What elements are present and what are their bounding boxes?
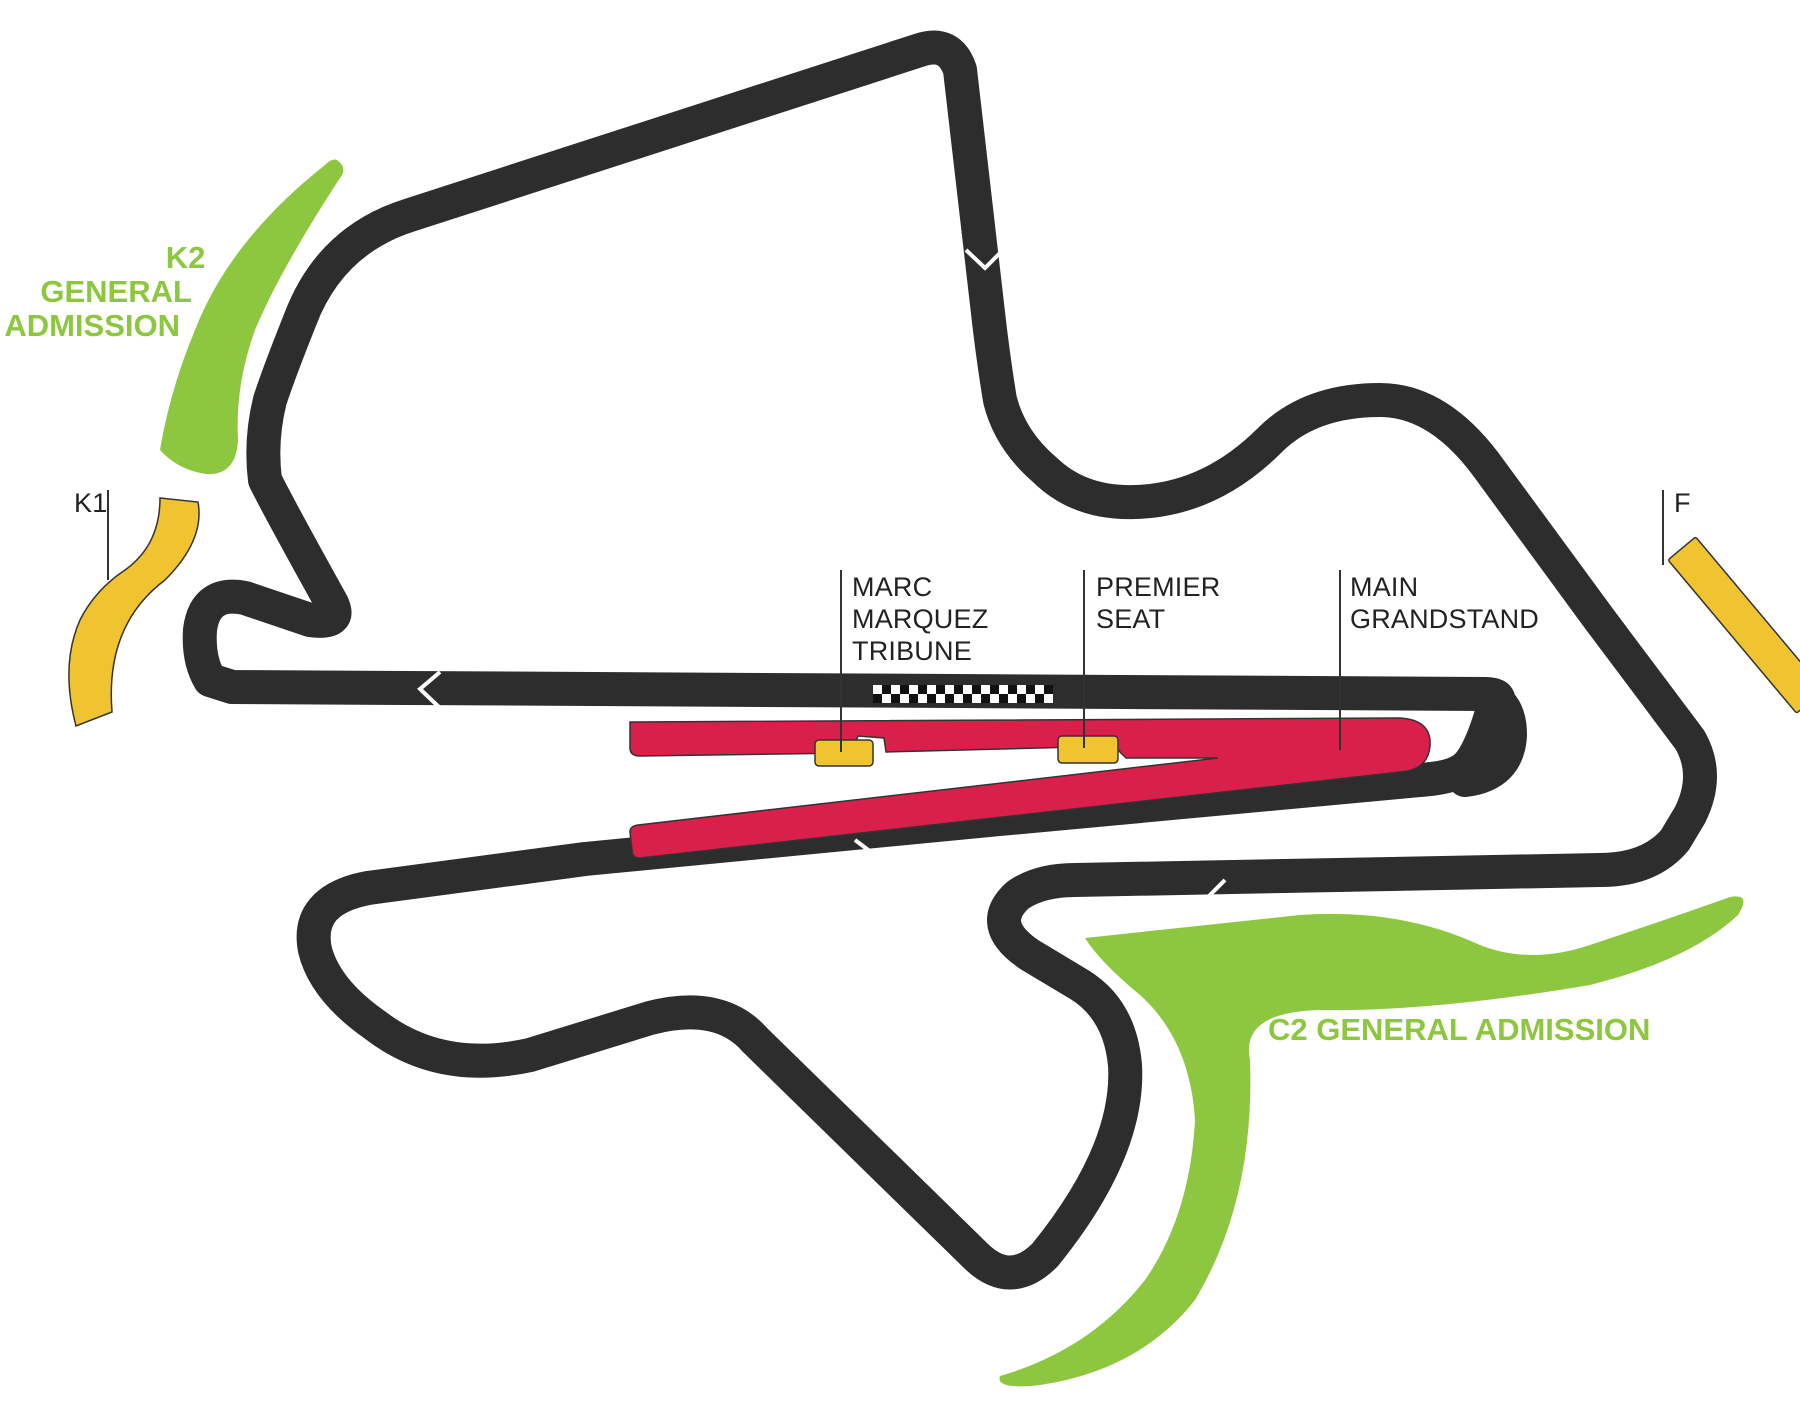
race-track bbox=[182, 30, 1717, 1290]
k2-label: K2 GENERAL ADMISSION bbox=[4, 240, 214, 343]
c2-label: C2 GENERAL ADMISSION bbox=[1268, 1012, 1650, 1047]
checker-square bbox=[1044, 685, 1053, 694]
checker-square bbox=[990, 694, 999, 703]
checker-square bbox=[918, 694, 927, 703]
start-finish-line bbox=[873, 685, 1053, 703]
checker-square bbox=[909, 685, 918, 694]
checker-square bbox=[981, 685, 990, 694]
direction-chevron-icon bbox=[417, 670, 442, 710]
c2-general-admission-area[interactable] bbox=[999, 896, 1744, 1387]
premier-seat-label: PREMIER SEAT bbox=[1096, 572, 1228, 634]
direction-chevron-icon bbox=[853, 838, 878, 877]
checker-square bbox=[936, 685, 945, 694]
checker-square bbox=[999, 694, 1008, 703]
checker-square bbox=[945, 685, 954, 694]
checker-square bbox=[918, 685, 927, 694]
checker-square bbox=[891, 694, 900, 703]
checker-square bbox=[900, 694, 909, 703]
track-hairpin bbox=[1448, 678, 1527, 797]
checker-square bbox=[936, 694, 945, 703]
checker-square bbox=[1026, 685, 1035, 694]
checker-square bbox=[1035, 694, 1044, 703]
k2-general-admission-area[interactable] bbox=[160, 159, 344, 475]
checker-square bbox=[1017, 694, 1026, 703]
direction-chevron-icon bbox=[1204, 878, 1227, 919]
checker-square bbox=[954, 685, 963, 694]
checker-square bbox=[990, 685, 999, 694]
checker-square bbox=[945, 694, 954, 703]
checker-square bbox=[999, 685, 1008, 694]
checker-square bbox=[873, 685, 882, 694]
checker-square bbox=[882, 694, 891, 703]
checker-square bbox=[981, 694, 990, 703]
checker-square bbox=[882, 685, 891, 694]
checker-square bbox=[1035, 685, 1044, 694]
k1-label: K1 bbox=[74, 488, 107, 518]
f-label: F bbox=[1674, 488, 1691, 518]
checker-square bbox=[972, 694, 981, 703]
checker-square bbox=[1008, 694, 1017, 703]
checker-square bbox=[900, 685, 909, 694]
direction-chevron-icon bbox=[964, 248, 1005, 271]
main-grandstand-label: MAIN GRANDSTAND bbox=[1350, 572, 1539, 634]
checker-square bbox=[972, 685, 981, 694]
f-seat-area[interactable] bbox=[1668, 536, 1800, 714]
marc-marquez-tribune-label: MARC MARQUEZ TRIBUNE bbox=[852, 572, 996, 666]
k1-seat-area[interactable] bbox=[68, 497, 200, 728]
checker-square bbox=[927, 694, 936, 703]
checker-square bbox=[1017, 685, 1026, 694]
checker-square bbox=[873, 694, 882, 703]
checker-square bbox=[954, 694, 963, 703]
checker-square bbox=[1044, 694, 1053, 703]
checker-square bbox=[1008, 685, 1017, 694]
checker-square bbox=[1026, 694, 1035, 703]
checker-square bbox=[963, 694, 972, 703]
checker-square bbox=[963, 685, 972, 694]
checker-square bbox=[891, 685, 900, 694]
marc-marquez-seat-area[interactable] bbox=[814, 739, 874, 767]
checker-square bbox=[927, 685, 936, 694]
checker-square bbox=[909, 694, 918, 703]
premier-seat-area[interactable] bbox=[1057, 735, 1119, 764]
